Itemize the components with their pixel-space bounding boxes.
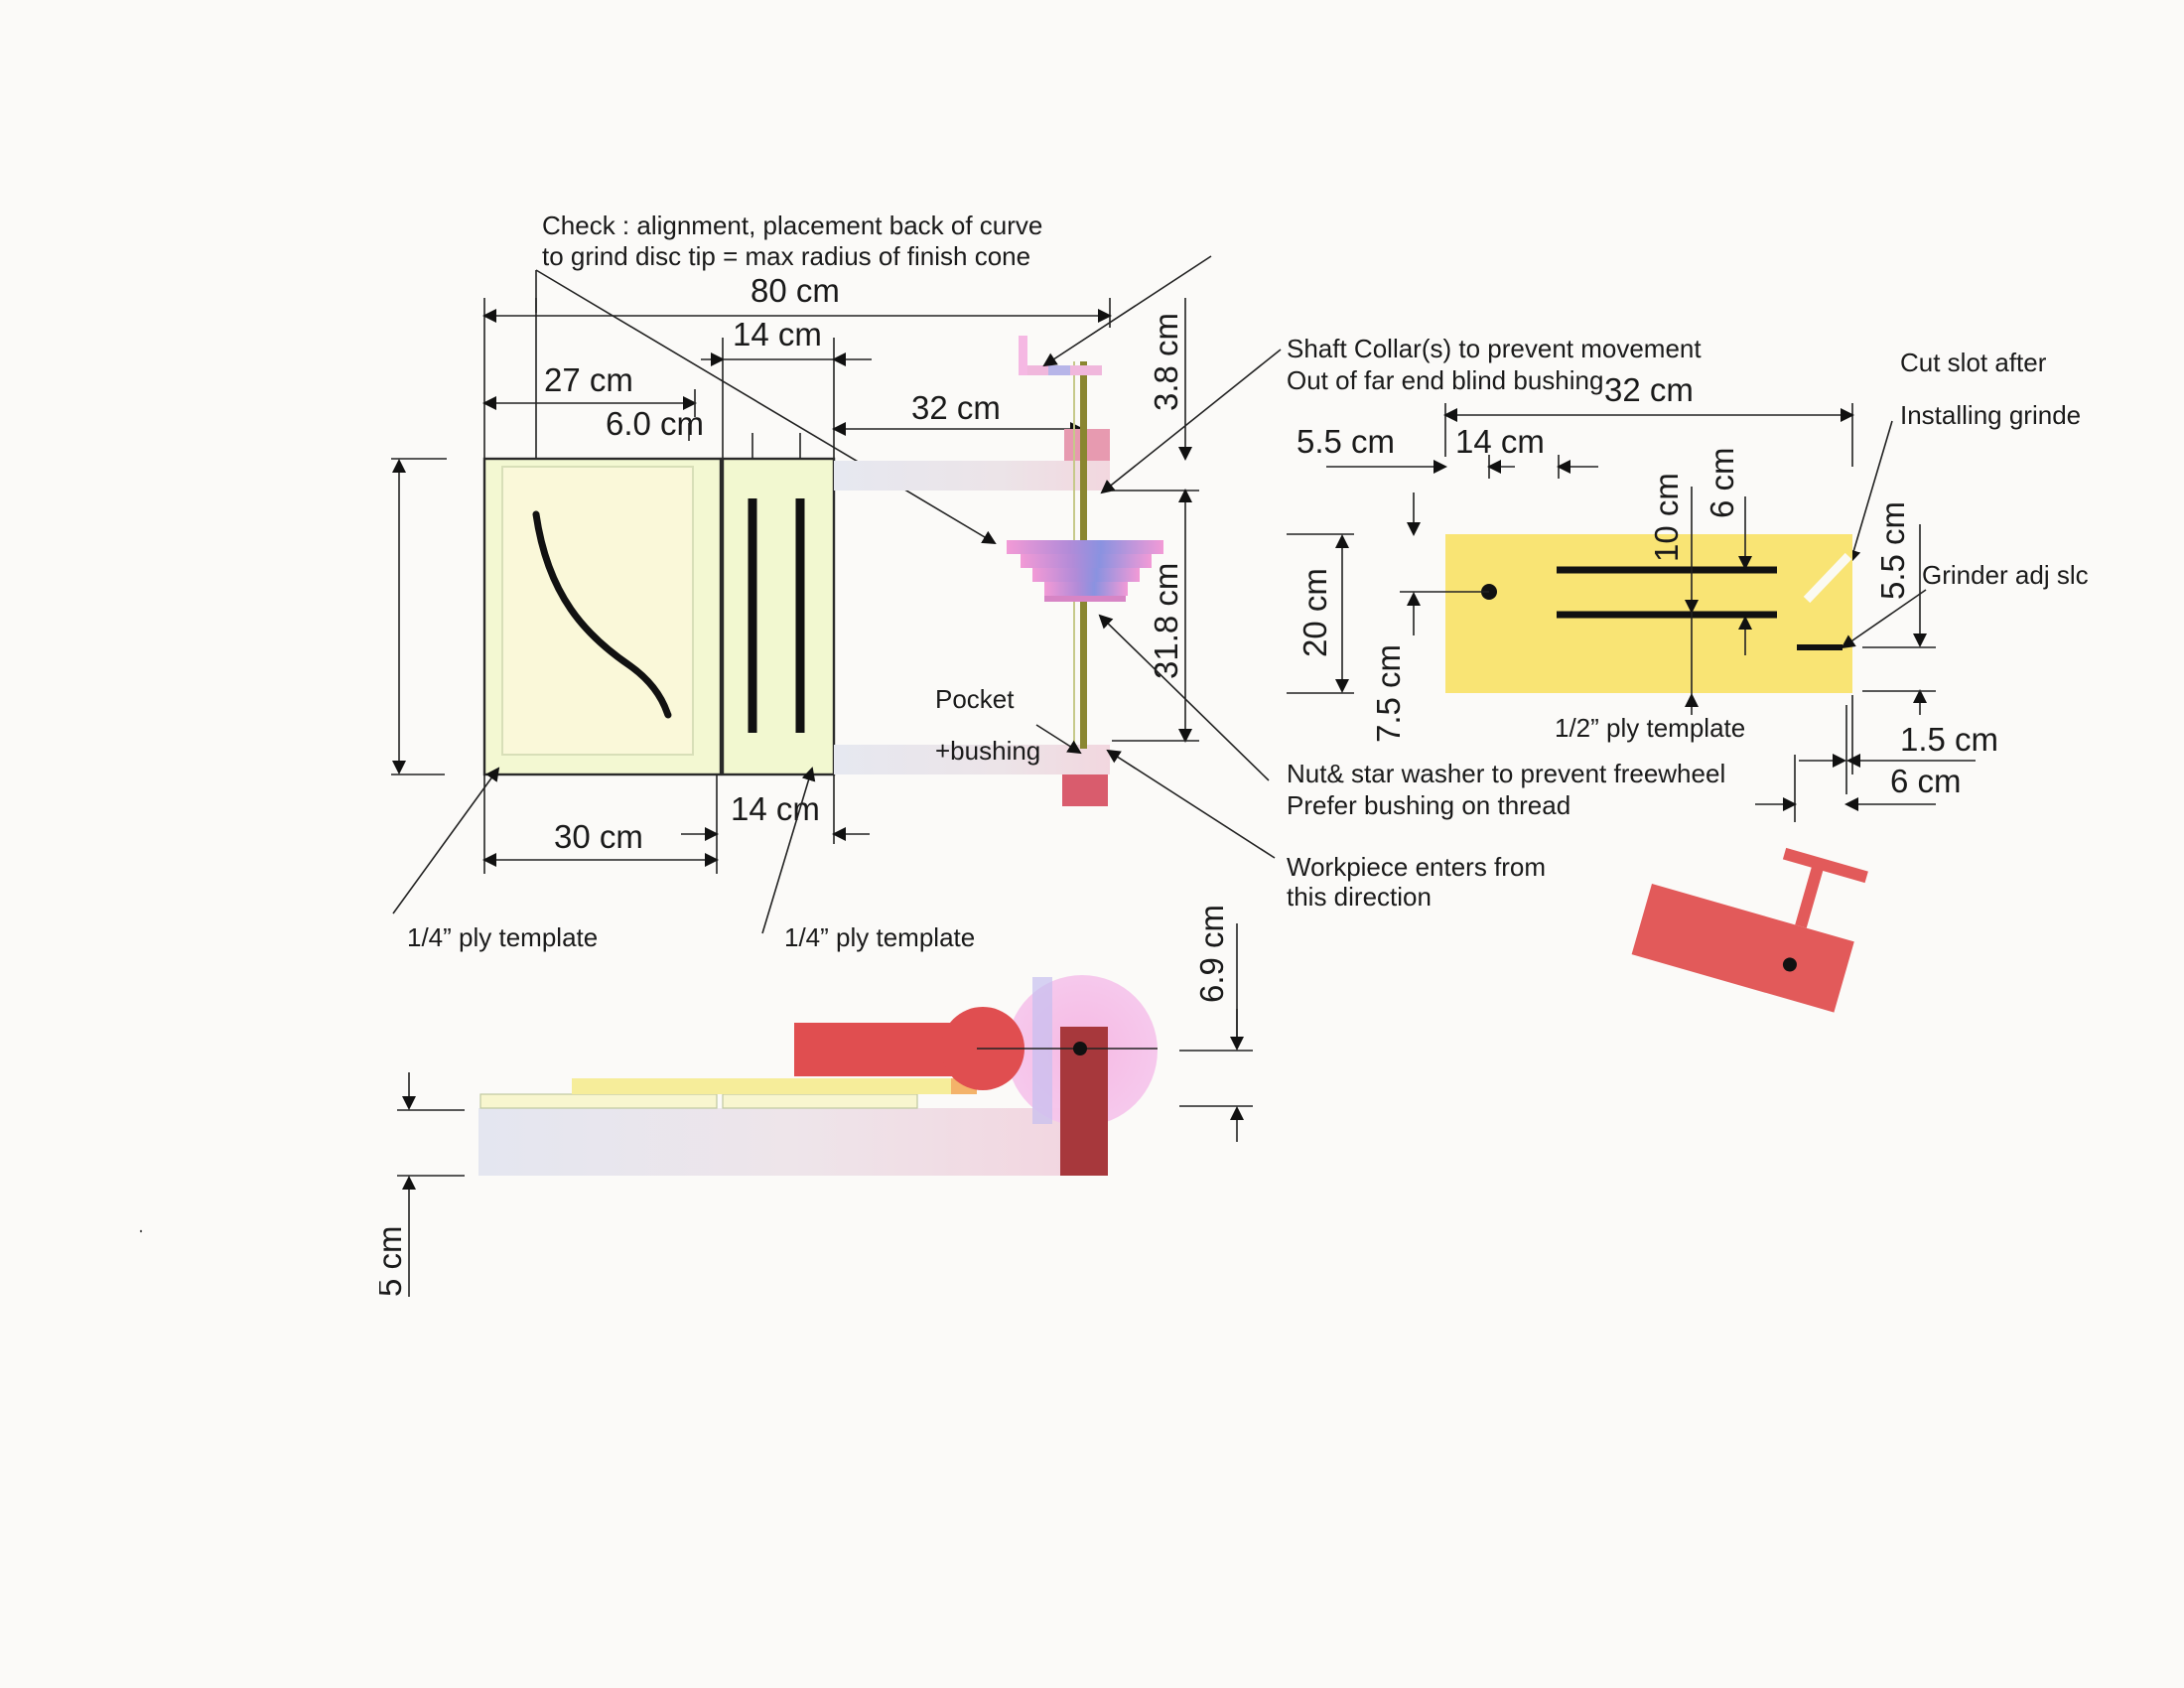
check-note-line2: to grind disc tip = max radius of finish… [542,241,1030,271]
left-template-label: 1/4” ply template [407,922,598,952]
right-dim-32-label: 32 cm [1604,371,1694,408]
right-dim-6-label-h: 6 cm [1890,763,1962,799]
template-curve [532,510,672,719]
nut-washer-note-line2: Prefer bushing on thread [1287,790,1570,820]
grinder-mount-piece [1631,847,1868,1013]
right-dim-1-5-label: 1.5 cm [1900,721,1998,758]
installing-note: Installing grinde [1900,400,2081,430]
dim-80-label: 80 cm [751,272,840,309]
side-middle-template [722,1093,918,1109]
pocket-label-line2: +bushing [935,736,1040,766]
lower-rail [834,745,1110,774]
workpiece-note-line1: Workpiece enters from [1287,852,1546,882]
top-view: Check : alignment, placement back of cur… [359,211,1199,952]
middle-template-label: 1/4” ply template [784,922,975,952]
right-dim-5-5b-label: 5.5 cm [1874,501,1911,600]
dim-27-label: 27 cm [544,361,633,398]
right-dim-14-label: 14 cm [1455,423,1545,460]
dim-30-label: 30 cm [554,818,643,855]
grinding-disc-4 [1044,582,1128,596]
grinding-disc-2 [1021,554,1152,568]
dim-32-label: 32 cm [911,389,1001,426]
grinding-disc-1 [1007,540,1163,554]
side-left-template [479,1093,718,1109]
grinding-disc-3 [1032,568,1140,582]
right-dim-20-label: 20 cm [1297,568,1333,657]
dim-31-8-label: 31.8 cm [1148,563,1184,679]
dim-upper-14-label: 14 cm [733,316,822,352]
dim-3-8-label: 3.8 cm [1148,313,1184,411]
pocket-bushing-block [1062,774,1108,806]
pocket-label-line1: Pocket [935,684,1015,714]
nut-washer-note-line1: Nut& star washer to prevent freewheel [1287,759,1725,788]
right-dim-10-label: 10 cm [1648,473,1685,562]
cut-slot [1803,552,1852,604]
grinder-adj-note: Grinder adj slc [1922,560,2089,590]
shaft-collar-note-line1: Shaft Collar(s) to prevent movement [1287,334,1702,363]
right-dim-7-5-label: 7.5 cm [1370,644,1407,743]
check-note-line1: Check : alignment, placement back of cur… [542,211,1042,240]
middle-ply-template [721,457,836,776]
right-dim-5-5-label: 5.5 cm [1297,423,1395,460]
right-template-view: Cut slot after Installing grinde 32 cm 5… [1287,348,2184,1013]
side-upper-template [572,1078,977,1094]
side-shaft-hole [1073,1042,1087,1055]
right-dim-6-label: 6 cm [1704,447,1740,518]
shaft-collar-note-line2: Out of far end blind bushing [1287,365,1603,395]
callouts: Shaft Collar(s) to prevent movement Out … [1042,255,1725,912]
half-inch-template-label: 1/2” ply template [1555,713,1745,743]
side-view: 6.9 cm 5 cm [139,905,1253,1301]
dim-lower-14-label: 14 cm [731,790,820,827]
upper-rail [834,461,1110,491]
workpiece-note-line2: this direction [1287,882,1432,912]
dim-6-0-label: 6.0 cm [606,405,704,442]
side-base-board [478,1108,1106,1176]
cut-slot-note: Cut slot after [1900,348,2047,377]
side-dim-6-9-label: 6.9 cm [1193,905,1230,1003]
